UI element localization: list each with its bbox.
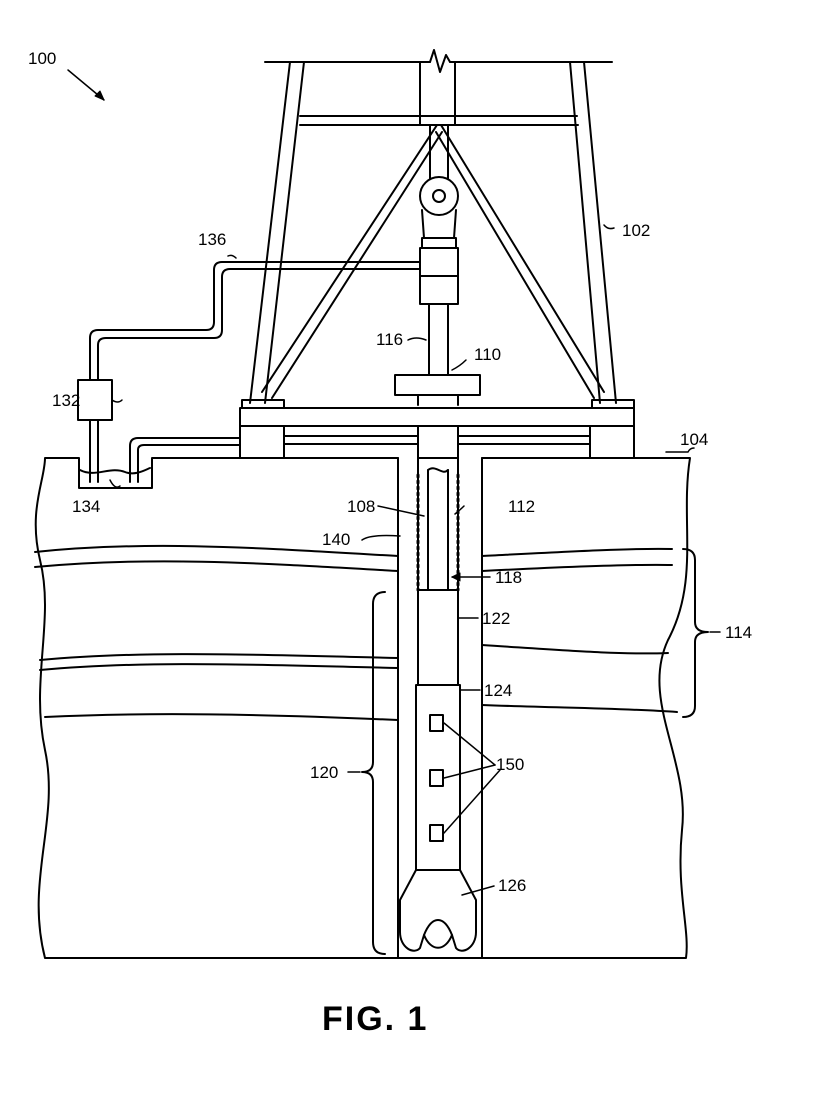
label-bha: 120 [310, 763, 338, 782]
earth-formation [34, 457, 691, 959]
arrow-100 [94, 90, 105, 101]
label-pump: 132 [52, 391, 80, 410]
rotary-table [394, 374, 481, 406]
label-tool: 124 [484, 681, 512, 700]
label-flow-line: 136 [198, 230, 226, 249]
reference-labels: 100 102 104 110 116 136 132 134 108 112 … [28, 49, 752, 895]
flow-line [89, 261, 421, 483]
drill-collar [417, 589, 459, 686]
formation-brace [682, 548, 709, 718]
mud-pit [79, 419, 151, 483]
label-collar: 122 [482, 609, 510, 628]
label-system: 100 [28, 49, 56, 68]
label-drill-pipe: 118 [495, 568, 522, 587]
label-sensors: 150 [496, 755, 524, 774]
kelly [428, 303, 449, 376]
label-derrick: 102 [622, 221, 650, 240]
logging-tool [415, 684, 461, 871]
label-surface: 104 [680, 430, 708, 449]
traveling-block [419, 124, 459, 305]
rig-floor [239, 399, 635, 459]
label-bit: 126 [498, 876, 526, 895]
drill-pipe [416, 457, 460, 592]
bha-brace [361, 591, 386, 955]
label-rotary-table: 110 [474, 345, 501, 364]
borehole [397, 457, 483, 959]
figure-caption: FIG. 1 [322, 1000, 428, 1038]
drill-bit [399, 869, 477, 952]
mud-pump [77, 379, 113, 421]
label-borehole: 112 [508, 497, 535, 516]
arrow-118 [451, 572, 461, 582]
label-drill-string: 108 [347, 497, 375, 516]
derrick [249, 49, 617, 404]
label-kelly: 116 [376, 330, 403, 349]
label-annulus: 140 [322, 530, 350, 549]
label-pit: 134 [72, 497, 100, 516]
label-formation: 114 [725, 623, 752, 642]
leader-lines [67, 69, 721, 896]
